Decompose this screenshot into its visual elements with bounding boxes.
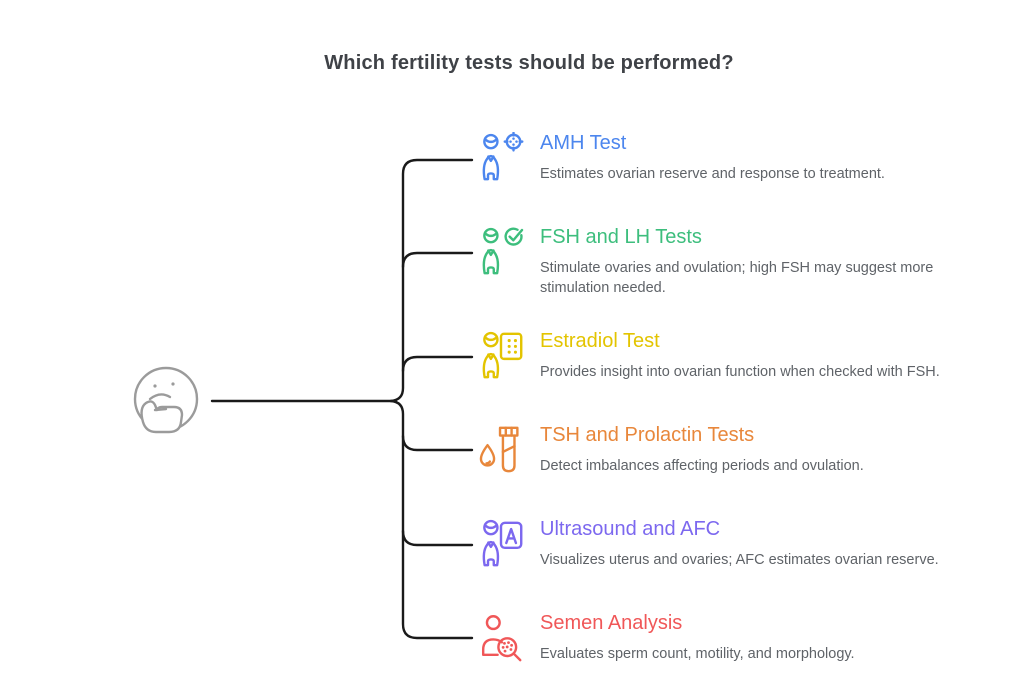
- item-description: Detect imbalances affecting periods and …: [540, 458, 864, 474]
- list-item-amh-test: AMH Test Estimates ovarian reserve and r…: [477, 130, 990, 185]
- branch-3: [401, 355, 474, 373]
- person-panel-a-icon: [477, 518, 525, 570]
- item-title: Estradiol Test: [540, 330, 660, 352]
- list-item-fsh-lh-tests: FSH and LH Tests Stimulate ovaries and o…: [477, 224, 990, 298]
- person-magnifier-icon: [477, 612, 525, 664]
- branch-up: [389, 158, 474, 403]
- branch-down: [389, 399, 474, 640]
- item-description: Visualizes uterus and ovaries; AFC estim…: [540, 552, 939, 568]
- thinking-face-icon: [133, 366, 199, 434]
- person-target-icon: [477, 132, 525, 184]
- person-check-icon: [477, 226, 525, 278]
- branch-4: [401, 434, 474, 452]
- item-description: Estimates ovarian reserve and response t…: [540, 166, 885, 182]
- item-description: Provides insight into ovarian function w…: [540, 364, 940, 380]
- item-title: FSH and LH Tests: [540, 226, 702, 248]
- item-description: Stimulate ovaries and ovulation; high FS…: [540, 260, 934, 296]
- item-title: TSH and Prolactin Tests: [540, 424, 755, 446]
- branch-lines: [210, 158, 474, 640]
- list-item-semen-analysis: Semen Analysis Evaluates sperm count, mo…: [477, 610, 990, 665]
- person-panel-dots-icon: [477, 330, 525, 382]
- branch-2: [401, 251, 474, 269]
- list-item-ultrasound-afc: Ultrasound and AFC Visualizes uterus and…: [477, 516, 990, 571]
- item-title: Semen Analysis: [540, 612, 683, 634]
- list-item-estradiol-test: Estradiol Test Provides insight into ova…: [477, 328, 990, 383]
- list-item-tsh-prolactin-tests: TSH and Prolactin Tests Detect imbalance…: [477, 422, 990, 477]
- item-description: Evaluates sperm count, motility, and mor…: [540, 646, 855, 662]
- item-title: AMH Test: [540, 132, 627, 154]
- branch-5: [401, 529, 474, 547]
- droplet-testtube-icon: [477, 424, 525, 476]
- page-title: Which fertility tests should be performe…: [324, 52, 734, 74]
- item-title: Ultrasound and AFC: [540, 518, 721, 540]
